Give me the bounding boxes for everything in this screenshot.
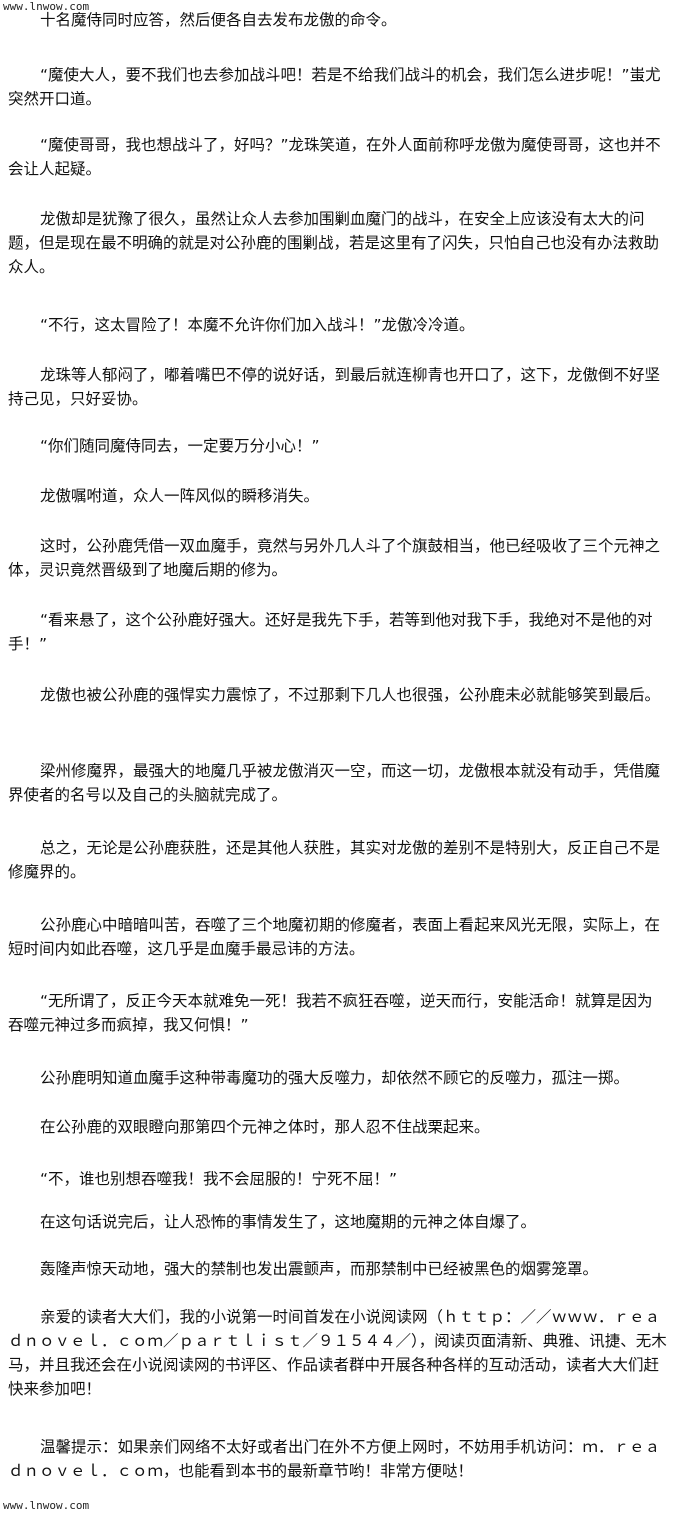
site-watermark-top: www.lnwow.com (3, 0, 90, 13)
paragraph-7: “你们随同魔侍同去，一定要万分小心！” (40, 437, 320, 455)
paragraph-4: 龙傲却是犹豫了很久，虽然让众人去参加围剿血魔门的战斗，在安全上应该没有太大的问题… (8, 210, 660, 276)
paragraph-11: 龙傲也被公孙鹿的强悍实力震惊了，不过那剩下几人也很强，公孙鹿未必就能够笑到最后。 (40, 686, 661, 704)
paragraph-6: 龙珠等人郁闷了，嘟着嘴巴不停的说好话，到最后就连柳青也开口了，这下，龙傲倒不好坚… (8, 366, 661, 408)
paragraph-12: 梁州修魔界，最强大的地魔几乎被龙傲消灭一空，而这一切，龙傲根本就没有动手，凭借魔… (8, 762, 661, 804)
paragraph-1: 十名魔侍同时应答，然后便各自去发布龙傲的命令。 (40, 11, 397, 29)
site-watermark-bottom: www.lnwow.com (3, 1499, 90, 1512)
paragraph-10: “看来悬了，这个公孙鹿好强大。还好是我先下手，若等到他对我下手，我绝对不是他的对… (8, 611, 653, 653)
paragraph-16: 公孙鹿明知道血魔手这种带毒魔功的强大反噬力，却依然不顾它的反噬力，孤注一掷。 (40, 1069, 630, 1087)
paragraph-3: “魔使哥哥，我也想战斗了，好吗？”龙珠笑道，在外人面前称呼龙傲为魔使哥哥，这也并… (8, 136, 661, 178)
paragraph-8: 龙傲嘱咐道，众人一阵风似的瞬移消失。 (40, 487, 320, 505)
paragraph-5: “不行，这太冒险了！本魔不允许你们加入战斗！”龙傲冷冷道。 (40, 316, 475, 334)
paragraph-22: 温馨提示：如果亲们网络不太好或者出门在外不方便上网时，不妨用手机访问：ｍ．ｒｅａ… (8, 1438, 661, 1480)
paragraph-19: 在这句话说完后，让人恐怖的事情发生了，这地魔期的元神之体自爆了。 (40, 1213, 537, 1231)
paragraph-20: 轰隆声惊天动地，强大的禁制也发出震颤声，而那禁制中已经被黑色的烟雾笼罩。 (40, 1260, 599, 1278)
paragraph-15: “无所谓了，反正今天本就难免一死！我若不疯狂吞噬，逆天而行，安能活命！就算是因为… (8, 992, 653, 1034)
paragraph-13: 总之，无论是公孙鹿获胜，还是其他人获胜，其实对龙傲的差别不是特别大，反正自己不是… (8, 839, 661, 881)
paragraph-9: 这时，公孙鹿凭借一双血魔手，竟然与另外几人斗了个旗鼓相当，他已经吸收了三个元神之… (8, 537, 661, 579)
paragraph-18: “不，谁也别想吞噬我！我不会屈服的！宁死不屈！” (40, 1170, 398, 1188)
paragraph-17: 在公孙鹿的双眼瞪向那第四个元神之体时，那人忍不住战栗起来。 (40, 1118, 490, 1136)
paragraph-2: “魔使大人，要不我们也去参加战斗吧！若是不给我们战斗的机会，我们怎么进步呢！”蚩… (8, 66, 661, 108)
paragraph-14: 公孙鹿心中暗暗叫苦，吞噬了三个地魔初期的修魔者，表面上看起来风光无限，实际上，在… (8, 916, 661, 958)
paragraph-21: 亲爱的读者大大们，我的小说第一时间首发在小说阅读网（ｈｔｔｐ：／／ｗｗｗ．ｒｅａ… (8, 1308, 667, 1398)
